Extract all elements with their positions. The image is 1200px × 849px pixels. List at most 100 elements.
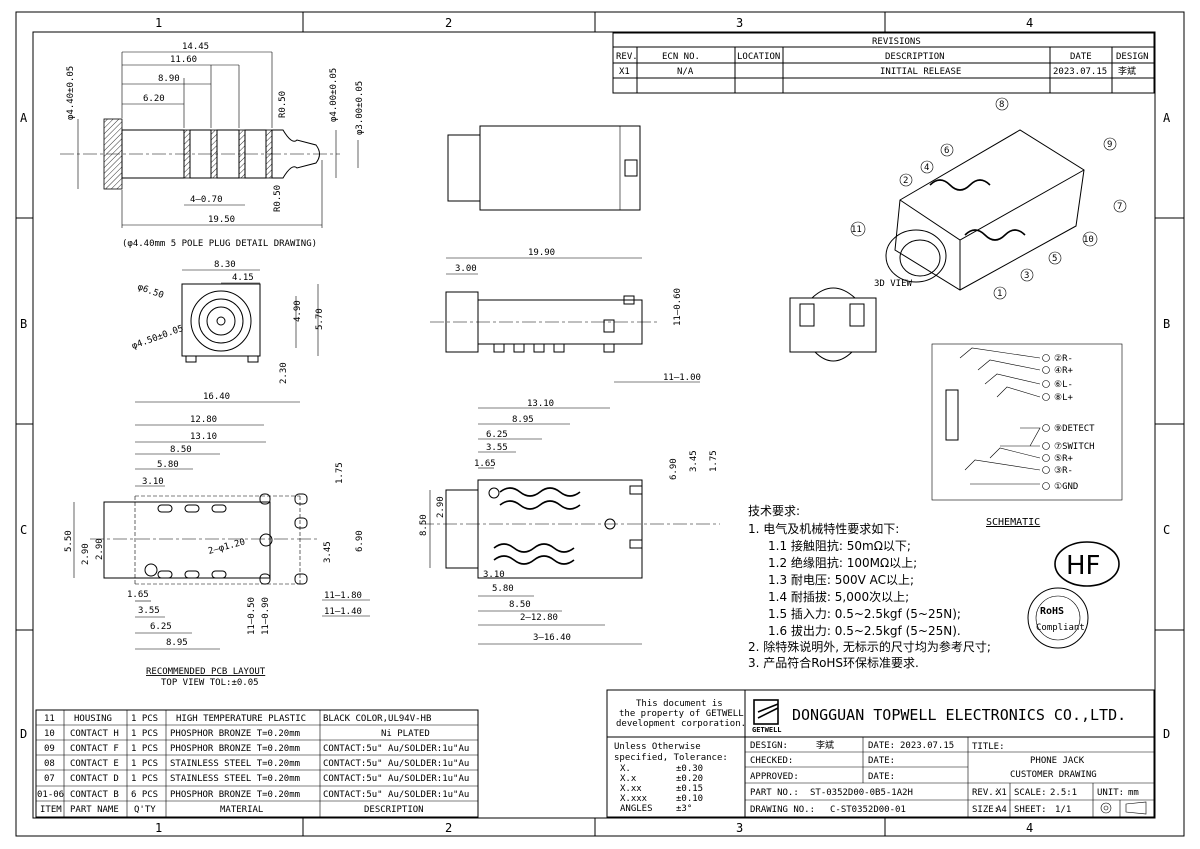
- svg-text:2: 2: [903, 176, 908, 186]
- svg-text:③R-: ③R-: [1054, 466, 1073, 476]
- svg-text:CONTACT H: CONTACT H: [70, 729, 119, 739]
- svg-text:⑦SWITCH: ⑦SWITCH: [1054, 442, 1095, 452]
- rev-row-date: 2023.07.15: [1053, 67, 1107, 77]
- svg-text:PART NAME: PART NAME: [70, 805, 119, 815]
- svg-text:ST-0352D00-0B5-1A2H: ST-0352D00-0B5-1A2H: [810, 788, 913, 798]
- pcb-dim-290a: 2.90: [81, 543, 91, 565]
- pcb-dim-690: 6.90: [355, 530, 365, 552]
- pcb-caption2: TOP VIEW TOL:±0.05: [161, 678, 259, 688]
- svg-text:1: 1: [155, 16, 162, 30]
- svg-text:09: 09: [44, 744, 55, 754]
- svg-text:1 PCS: 1 PCS: [131, 744, 158, 754]
- svg-text:1 PCS: 1 PCS: [131, 774, 158, 784]
- svg-text:6 PCS: 6 PCS: [131, 790, 158, 800]
- rev-header-ecn: ECN NO.: [662, 52, 700, 62]
- plug-r050-top: R0.50: [278, 91, 288, 118]
- svg-text:DATE:: DATE:: [868, 741, 895, 751]
- svg-text:±0.15: ±0.15: [676, 784, 703, 794]
- pcb-dim-1280: 12.80: [190, 415, 217, 425]
- svg-text:A4: A4: [996, 805, 1007, 815]
- title-block: This document is the property of GETWELL…: [606, 689, 1155, 818]
- side-view: 19.90 3.00 11–0.60 11–1.00: [430, 248, 701, 383]
- svg-text:08: 08: [44, 759, 55, 769]
- svg-text:②R-: ②R-: [1054, 354, 1073, 364]
- svg-text:TITLE:: TITLE:: [972, 742, 1005, 752]
- svg-text:8: 8: [999, 100, 1004, 110]
- svg-text:X1: X1: [996, 788, 1007, 798]
- svg-text:This document is: This document is: [636, 699, 723, 709]
- svg-text:1.2 绝缘阻抗: 100MΩ以上;: 1.2 绝缘阻抗: 100MΩ以上;: [768, 555, 917, 570]
- svg-text:DATE:: DATE:: [868, 756, 895, 766]
- front-dim-570: 5.70: [315, 308, 325, 330]
- bottom-dim-1280: 2–12.80: [520, 613, 558, 623]
- pcb-dim-050: 11–0.50: [247, 597, 257, 635]
- svg-text:mm: mm: [1128, 788, 1139, 798]
- rohs-badge: RoHS Compliant: [1027, 587, 1089, 649]
- svg-text:Compliant: Compliant: [1036, 623, 1085, 633]
- svg-text:development corporation.: development corporation.: [616, 719, 746, 729]
- bottom-dim-580: 5.80: [492, 584, 514, 594]
- svg-text:±0.20: ±0.20: [676, 774, 703, 784]
- top-view: [447, 125, 641, 211]
- svg-text:1 PCS: 1 PCS: [131, 714, 158, 724]
- company-logo: GETWELL: [752, 699, 782, 734]
- side-dim-060: 11–0.60: [673, 288, 683, 326]
- rev-header-date: DATE: [1070, 52, 1092, 62]
- svg-text:DRAWING NO.:: DRAWING NO.:: [750, 805, 815, 815]
- svg-text:2. 除特殊说明外, 无标示的尺寸均为参考尺寸;: 2. 除特殊说明外, 无标示的尺寸均为参考尺寸;: [748, 639, 991, 654]
- pcb-dim-310: 3.10: [142, 477, 164, 487]
- svg-text:PART NO.:: PART NO.:: [750, 788, 799, 798]
- plug-dim-1950: 19.50: [208, 215, 235, 225]
- svg-text:7: 7: [1117, 202, 1122, 212]
- svg-text:李斌: 李斌: [816, 739, 834, 751]
- svg-text:CONTACT:5u" Au/SOLDER:1u"Au: CONTACT:5u" Au/SOLDER:1u"Au: [323, 759, 469, 769]
- bottom-dim-175: 1.75: [709, 450, 719, 472]
- bottom-dim-850b: 8.50: [509, 600, 531, 610]
- svg-text:1/1: 1/1: [1055, 805, 1071, 815]
- hf-badge: HF: [1054, 541, 1120, 587]
- pcb-layout: 16.40 12.80 13.10 8.50 5.80 3.10 1.65 3.…: [64, 392, 370, 688]
- svg-text:ANGLES: ANGLES: [620, 804, 653, 814]
- svg-text:UNIT:: UNIT:: [1097, 788, 1124, 798]
- svg-text:SHEET:: SHEET:: [1014, 805, 1047, 815]
- rev-header-design: DESIGN: [1116, 52, 1149, 62]
- svg-text:MATERIAL: MATERIAL: [220, 805, 263, 815]
- projection-symbol-icon: [1100, 801, 1147, 815]
- svg-text:HF: HF: [1066, 551, 1101, 581]
- revisions-title: REVISIONS: [872, 37, 921, 47]
- pcb-dim-090: 11–0.90: [261, 597, 271, 635]
- bottom-dim-690: 6.90: [669, 458, 679, 480]
- svg-text:X.: X.: [620, 764, 631, 774]
- svg-text:2.5:1: 2.5:1: [1050, 788, 1077, 798]
- zone-dividers: [16, 12, 1184, 836]
- company-name: DONGGUAN TOPWELL ELECTRONICS CO.,LTD.: [792, 706, 1126, 724]
- svg-text:3. 产品符合RoHS环保标准要求.: 3. 产品符合RoHS环保标准要求.: [748, 655, 919, 670]
- svg-text:C: C: [20, 523, 27, 537]
- pcb-dim-355: 3.55: [138, 606, 160, 616]
- svg-text:specified, Tolerance:: specified, Tolerance:: [614, 753, 728, 763]
- pcb-dim-850: 8.50: [170, 445, 192, 455]
- svg-text:D: D: [20, 727, 27, 741]
- svg-text:STAINLESS STEEL T=0.20mm: STAINLESS STEEL T=0.20mm: [170, 774, 300, 784]
- rev-row-description: INITIAL RELEASE: [880, 67, 961, 77]
- schematic: ②R- ④R+ ⑥L- ⑧L+ ⑨DETECT ⑦SWITCH ⑤R+ ③R- …: [931, 343, 1123, 528]
- plug-dia-left: φ4.40±0.05: [66, 66, 76, 120]
- svg-text:RoHS: RoHS: [1040, 606, 1064, 617]
- detail-view: [789, 287, 877, 362]
- front-dia-450: φ4.50±0.05: [131, 324, 185, 352]
- svg-text:2: 2: [445, 16, 452, 30]
- svg-text:D: D: [1163, 727, 1170, 741]
- rev-row-rev: X1: [619, 67, 630, 77]
- front-dim-415: 4.15: [232, 273, 254, 283]
- bottom-dim-625: 6.25: [486, 430, 508, 440]
- svg-text:B: B: [20, 317, 27, 331]
- svg-text:3: 3: [736, 821, 743, 835]
- pcb-caption1: RECOMMENDED PCB LAYOUT: [146, 667, 266, 677]
- pcb-dim-345: 3.45: [323, 541, 333, 563]
- svg-text:Ni PLATED: Ni PLATED: [381, 729, 430, 739]
- schematic-title: SCHEMATIC: [986, 517, 1040, 528]
- pcb-dim-895: 8.95: [166, 638, 188, 648]
